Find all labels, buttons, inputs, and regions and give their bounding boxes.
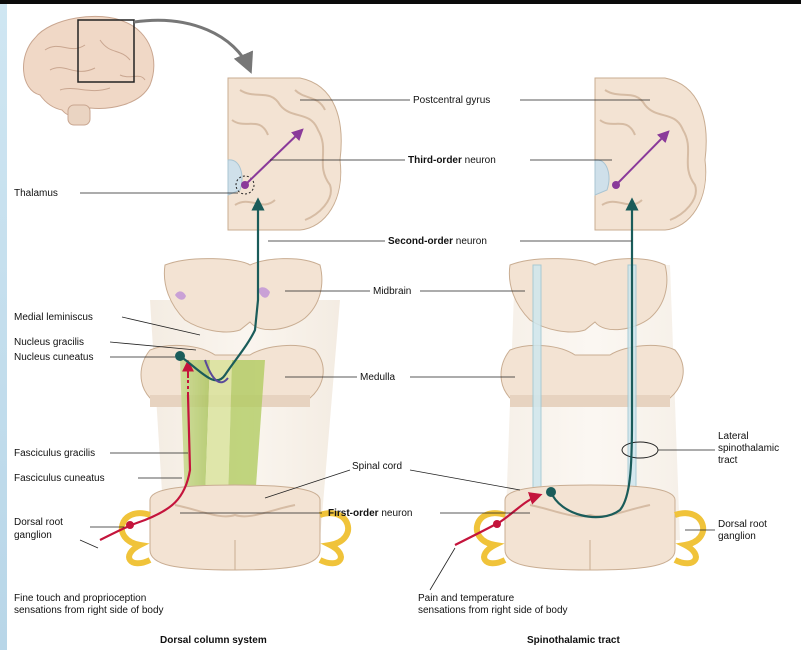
- label-fine-touch-2: sensations from right side of body: [14, 605, 164, 616]
- label-pain-temp-1: Pain and temperature: [418, 593, 515, 604]
- spinal-cord-right: [477, 485, 703, 570]
- fasciculus-bands: [180, 360, 265, 500]
- label-lateral-1: Lateral: [718, 431, 749, 442]
- label-first-order-neuron: First-order neuron: [328, 508, 412, 519]
- label-nucleus-cuneatus: Nucleus cuneatus: [14, 352, 94, 363]
- label-fasciculus-gracilis: Fasciculus gracilis: [14, 448, 95, 459]
- label-dorsal-root-left-2: ganglion: [14, 530, 52, 541]
- brain-icon: [24, 16, 154, 125]
- medulla-right: [501, 345, 683, 407]
- label-dorsal-root-left-1: Dorsal root: [14, 517, 63, 528]
- label-spinal-cord: Spinal cord: [352, 461, 402, 472]
- label-lateral-3: tract: [718, 455, 738, 466]
- midbrain-left: [164, 259, 321, 332]
- caption-spinothalamic: Spinothalamic tract: [527, 635, 620, 646]
- spinal-cord-left: [122, 485, 348, 570]
- label-fine-touch-1: Fine touch and proprioception: [14, 593, 146, 604]
- label-pain-temp-2: sensations from right side of body: [418, 605, 568, 616]
- caption-dorsal-column: Dorsal column system: [160, 635, 267, 646]
- label-medulla: Medulla: [360, 372, 395, 383]
- label-dorsal-root-right-2: ganglion: [718, 531, 756, 542]
- label-nucleus-gracilis: Nucleus gracilis: [14, 337, 84, 348]
- label-postcentral-gyrus: Postcentral gyrus: [413, 95, 490, 106]
- label-thalamus: Thalamus: [14, 188, 58, 199]
- label-dorsal-root-right-1: Dorsal root: [718, 519, 767, 530]
- cortex-slice-right: [595, 78, 706, 230]
- label-fasciculus-cuneatus: Fasciculus cuneatus: [14, 473, 105, 484]
- label-second-order-neuron: Second-order neuron: [388, 236, 487, 247]
- label-lateral-2: spinothalamic: [718, 443, 779, 454]
- label-third-order-neuron: Third-order neuron: [408, 155, 496, 166]
- cortex-slice-left: [228, 78, 341, 230]
- label-medial-lemniscus: Medial leminiscus: [14, 312, 93, 323]
- label-midbrain: Midbrain: [373, 286, 411, 297]
